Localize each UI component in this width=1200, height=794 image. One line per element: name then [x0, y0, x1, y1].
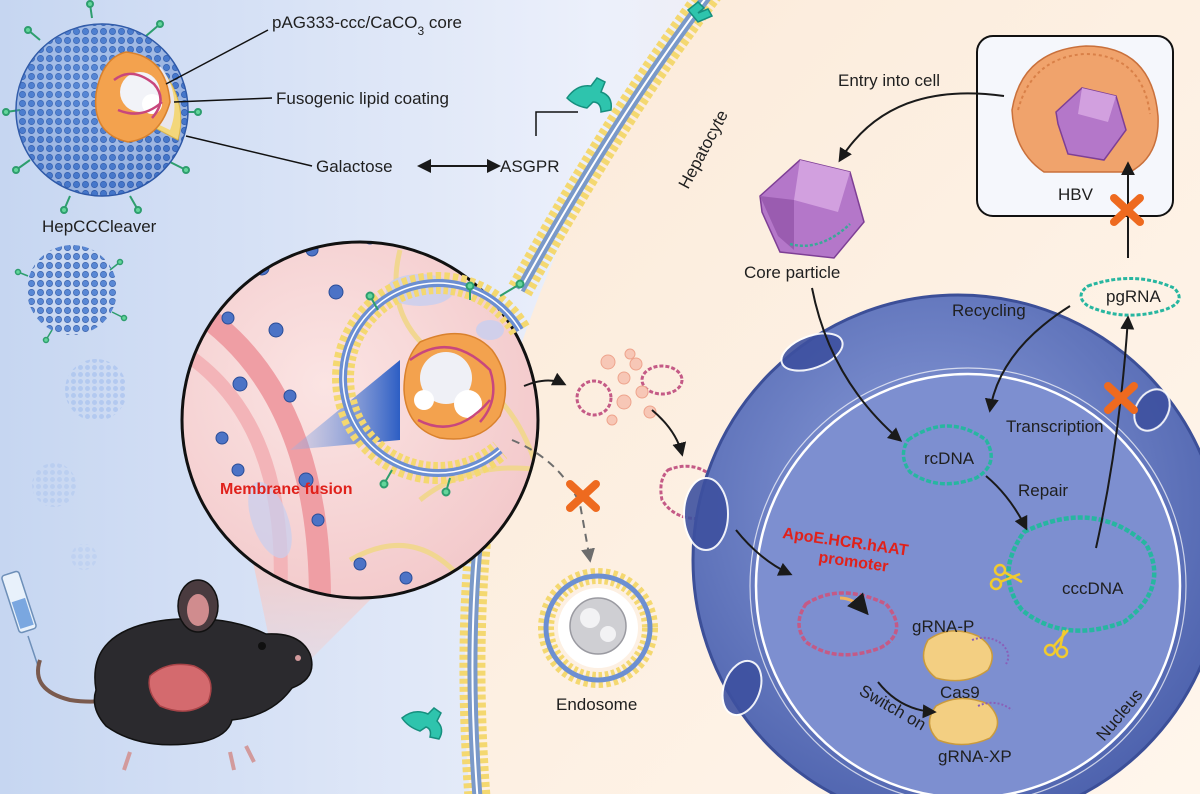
x-mark-icon [566, 194, 1144, 512]
zoom-circle [180, 240, 540, 600]
scissors-icon [989, 563, 1069, 659]
label-hbv: HBV [1058, 185, 1094, 204]
label-endosome: Endosome [556, 695, 637, 714]
label-core: pAG333-ccc/CaCO3 core [272, 13, 462, 38]
label-pgrna: pgRNA [1106, 287, 1161, 306]
label-entry-into-cell: Entry into cell [838, 71, 940, 90]
label-rcdna: rcDNA [924, 449, 975, 468]
capsid-icon [759, 159, 865, 259]
promoter-arrow [839, 592, 869, 616]
label-hepcccleaver: HepCCCleaver [42, 217, 157, 236]
label-grna-p: gRNA-P [912, 617, 974, 636]
endosome [538, 568, 658, 688]
label-lipid-coating: Fusogenic lipid coating [276, 89, 449, 108]
label-galactose: Galactose [316, 157, 393, 176]
label-cas9: Cas9 [940, 683, 980, 702]
arrows [417, 92, 1135, 719]
label-asgpr: ASGPR [500, 157, 560, 176]
mouse-icon [36, 579, 313, 771]
fusing-particle [332, 272, 530, 497]
label-transcription: Transcription [1006, 417, 1104, 436]
receptor-icon [401, 0, 714, 740]
plasmid-strand [797, 591, 899, 657]
nanoparticle-icon [14, 245, 128, 570]
label-core-particle: Core particle [744, 263, 840, 282]
pgrna-strand [1079, 277, 1181, 317]
cas9-protein [922, 630, 999, 746]
label-grna-xp: gRNA-XP [938, 747, 1012, 766]
syringe-icon [1, 570, 39, 667]
label-membrane-fusion: Membrane fusion [220, 481, 352, 498]
label-recycling: Recycling [952, 301, 1026, 320]
nucleus [683, 293, 1200, 794]
leader-lines [165, 29, 578, 167]
label-cccdna: cccDNA [1062, 579, 1124, 598]
cccdna-strand [1006, 515, 1157, 633]
liver-icon [148, 663, 212, 712]
label-repair: Repair [1018, 481, 1068, 500]
nanoparticle-icon [2, 0, 202, 214]
rcdna-strand [901, 424, 993, 486]
